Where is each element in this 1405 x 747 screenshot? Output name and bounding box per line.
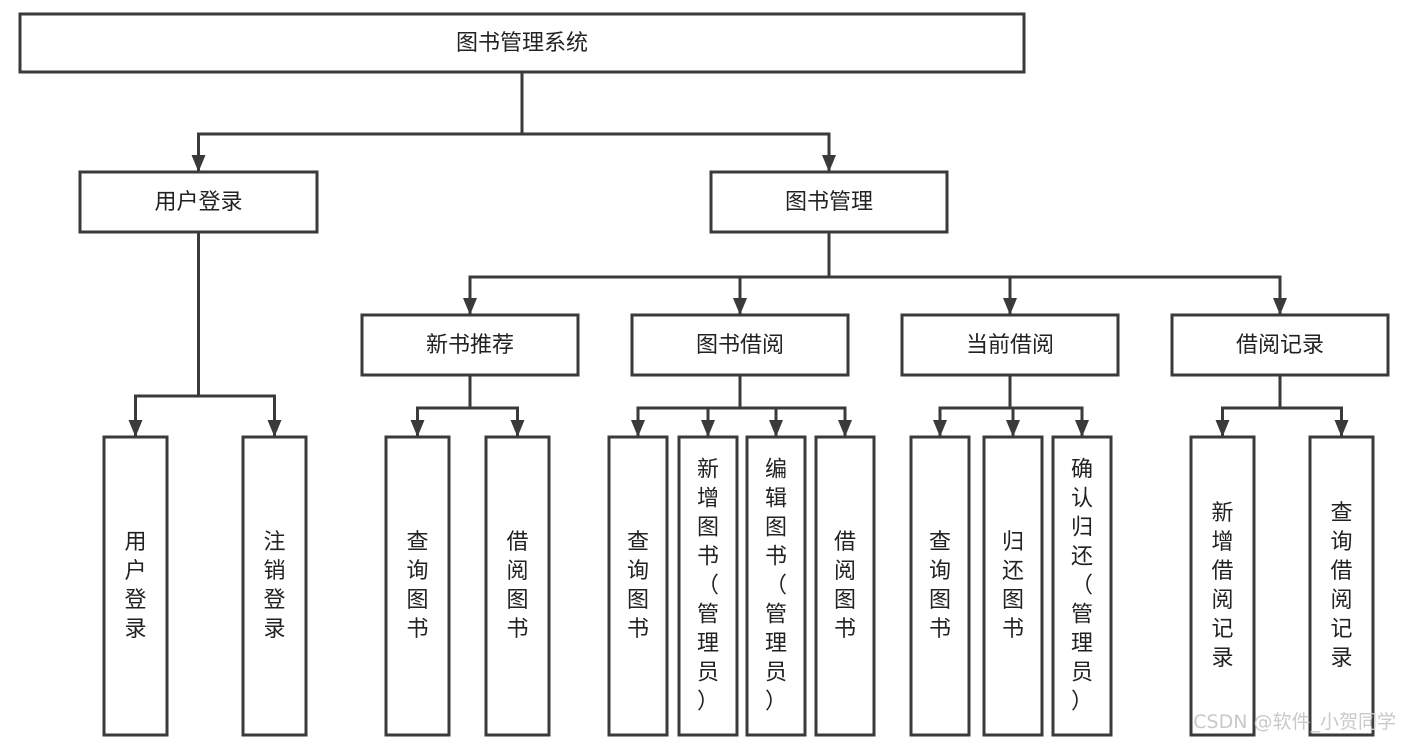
arrow-new-book-recommend-1 [510,420,525,437]
csdn-watermark: CSDN @软件_小贺同学 [1193,711,1396,733]
node-leaf-leaf-query-borrow-record[interactable]: 查询借阅记录 [1308,435,1375,737]
node-label-root: 图书管理系统 [456,31,588,56]
node-leaf-leaf-logout[interactable]: 注销登录 [241,435,308,737]
arrow-book-borrow-0 [631,420,645,437]
node-box-current-borrow [900,313,1120,377]
nodes-layer: 图书管理系统用户登录图书管理新书推荐图书借阅当前借阅借阅记录用户登录注销登录查询… [18,12,1390,737]
node-label-leaf-return-book: 归还图书 [1002,530,1024,642]
arrow-userlogin-1 [267,420,282,437]
node-box-leaf-query-book-current [909,435,971,737]
node-level2-user-login[interactable]: 用户登录 [78,170,319,234]
arrow-current-borrow-2 [1075,420,1089,437]
node-box-leaf-query-book-recommend [384,435,451,737]
edges-layer [128,70,1349,437]
node-box-book-management [709,170,949,234]
arrow-new-book-recommend-0 [410,420,425,437]
node-leaf-leaf-borrow-book[interactable]: 借阅图书 [814,435,876,737]
node-label-leaf-query-borrow-record: 查询借阅记录 [1330,501,1352,671]
node-label-new-book-recommend: 新书推荐 [426,333,514,358]
node-box-leaf-logout [241,435,308,737]
node-label-leaf-user-login: 用户登录 [124,530,146,642]
node-box-leaf-query-borrow-record [1308,435,1375,737]
arrow-root-1 [822,155,836,172]
arrow-bookmgmt-0 [463,298,477,315]
node-box-leaf-confirm-return-admin [1051,435,1113,737]
node-box-leaf-add-borrow-record [1189,435,1256,737]
node-label-book-borrow: 图书借阅 [696,333,784,358]
node-label-leaf-confirm-return-admin: 确认归还（管理员） [1071,458,1093,715]
node-root-root[interactable]: 图书管理系统 [18,12,1026,74]
node-box-new-book-recommend [360,313,580,377]
node-box-leaf-borrow-book-recommend [484,435,551,737]
node-level3-borrow-record[interactable]: 借阅记录 [1170,313,1390,377]
arrow-borrow-record-0 [1215,420,1230,437]
node-leaf-leaf-borrow-book-recommend[interactable]: 借阅图书 [484,435,551,737]
node-box-user-login [78,170,319,234]
node-box-leaf-user-login [102,435,169,737]
arrow-userlogin-0 [128,420,143,437]
node-leaf-leaf-add-borrow-record[interactable]: 新增借阅记录 [1189,435,1256,737]
node-leaf-leaf-query-book-current[interactable]: 查询图书 [909,435,971,737]
arrow-current-borrow-0 [933,420,947,437]
node-label-borrow-record: 借阅记录 [1236,333,1324,358]
node-label-leaf-logout: 注销登录 [263,530,285,642]
node-label-current-borrow: 当前借阅 [966,333,1054,358]
arrow-bookmgmt-1 [733,298,747,315]
node-leaf-leaf-query-book-borrow[interactable]: 查询图书 [607,435,669,737]
node-leaf-leaf-add-book-admin[interactable]: 新增图书（管理员） [677,435,739,737]
node-box-leaf-query-book-borrow [607,435,669,737]
node-box-leaf-add-book-admin [677,435,739,737]
node-box-leaf-return-book [982,435,1044,737]
node-level3-new-book-recommend[interactable]: 新书推荐 [360,313,580,377]
node-leaf-leaf-edit-book-admin[interactable]: 编辑图书（管理员） [745,435,807,737]
node-level3-current-borrow[interactable]: 当前借阅 [900,313,1120,377]
node-label-leaf-edit-book-admin: 编辑图书（管理员） [765,458,787,715]
arrow-bookmgmt-2 [1003,298,1017,315]
node-box-book-borrow [630,313,850,377]
node-label-book-management: 图书管理 [785,190,873,215]
node-leaf-leaf-return-book[interactable]: 归还图书 [982,435,1044,737]
arrow-book-borrow-1 [701,420,715,437]
arrow-bookmgmt-3 [1273,298,1287,315]
node-label-leaf-add-book-admin: 新增图书（管理员） [697,458,719,715]
node-label-leaf-add-borrow-record: 新增借阅记录 [1211,501,1233,671]
node-leaf-leaf-query-book-recommend[interactable]: 查询图书 [384,435,451,737]
node-label-leaf-borrow-book: 借阅图书 [834,530,856,642]
arrow-book-borrow-2 [769,420,783,437]
arrow-borrow-record-1 [1334,420,1349,437]
arrow-current-borrow-1 [1006,420,1020,437]
node-level2-book-management[interactable]: 图书管理 [709,170,949,234]
arrow-root-0 [191,155,206,172]
node-box-root [18,12,1026,74]
node-box-leaf-borrow-book [814,435,876,737]
node-label-leaf-query-book-recommend: 查询图书 [406,530,428,642]
node-box-leaf-edit-book-admin [745,435,807,737]
node-label-leaf-borrow-book-recommend: 借阅图书 [506,530,528,642]
node-leaf-leaf-confirm-return-admin[interactable]: 确认归还（管理员） [1051,435,1113,737]
node-label-user-login: 用户登录 [154,190,242,215]
node-box-borrow-record [1170,313,1390,377]
node-level3-book-borrow[interactable]: 图书借阅 [630,313,850,377]
node-label-leaf-query-book-current: 查询图书 [929,530,951,642]
arrow-book-borrow-3 [838,420,852,437]
node-label-leaf-query-book-borrow: 查询图书 [627,530,649,642]
node-leaf-leaf-user-login[interactable]: 用户登录 [102,435,169,737]
